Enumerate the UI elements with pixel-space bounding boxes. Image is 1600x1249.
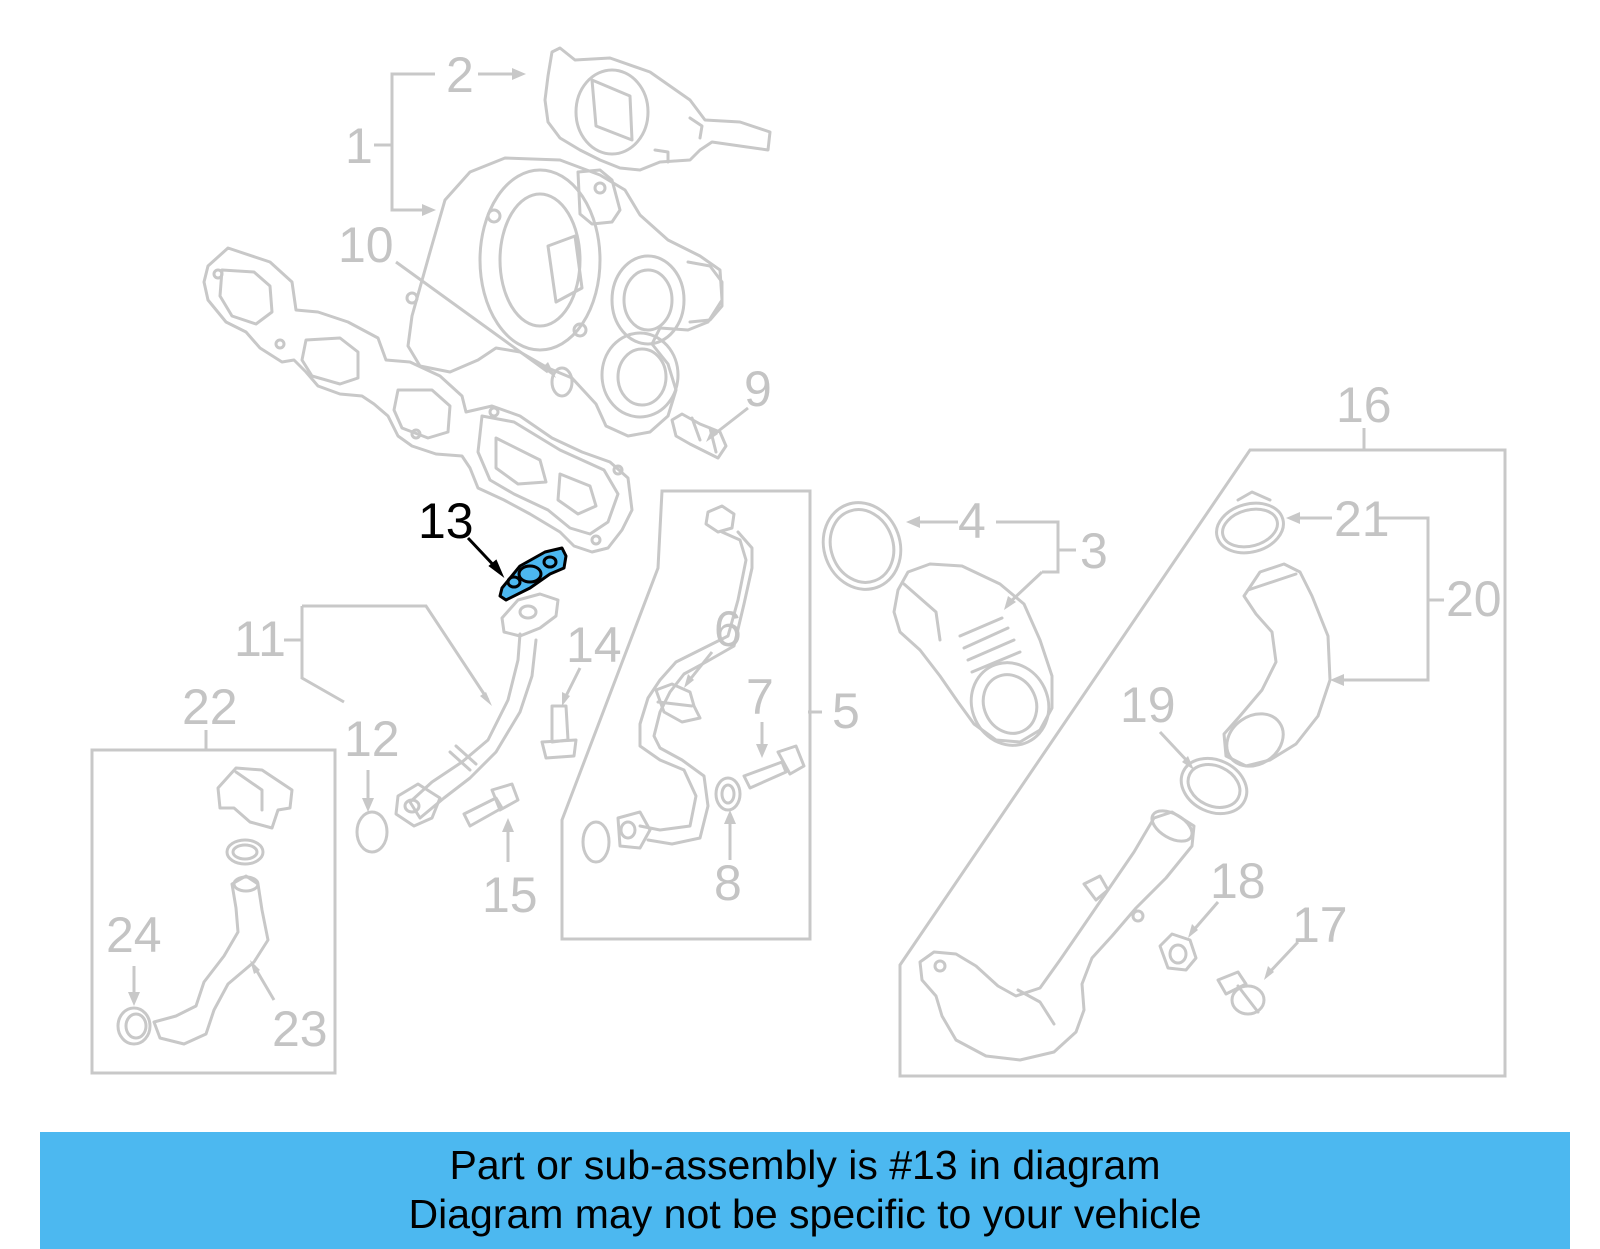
part-7-bolt bbox=[742, 744, 806, 790]
leader-lines bbox=[128, 68, 1444, 1006]
part-14-bolt bbox=[540, 704, 578, 760]
callout-15: 15 bbox=[482, 867, 538, 923]
callout-12: 12 bbox=[344, 711, 400, 767]
callout-9: 9 bbox=[744, 361, 772, 417]
part-5-oil-feed-line bbox=[581, 504, 754, 864]
part-1-turbocharger bbox=[202, 156, 724, 554]
callout-14: 14 bbox=[566, 617, 622, 673]
info-banner: Part or sub-assembly is #13 in diagram D… bbox=[40, 1132, 1570, 1249]
banner-disclaimer: Diagram may not be specific to your vehi… bbox=[408, 1191, 1202, 1237]
callout-23: 23 bbox=[272, 1001, 328, 1057]
part-2-actuator bbox=[543, 46, 772, 172]
part-19-clamp bbox=[1179, 756, 1249, 816]
part-17-bolt bbox=[1216, 970, 1266, 1016]
callout-10: 10 bbox=[338, 217, 394, 273]
part-16-intercooler-pipe bbox=[918, 809, 1196, 1062]
callout-3: 3 bbox=[1080, 523, 1108, 579]
part-22-clamp bbox=[225, 838, 265, 866]
callout-1: 1 bbox=[345, 118, 373, 174]
part-15-bolt bbox=[462, 782, 520, 828]
callout-4: 4 bbox=[958, 493, 986, 549]
callout-6: 6 bbox=[714, 601, 742, 657]
callout-19: 19 bbox=[1120, 677, 1176, 733]
part-11-pipe bbox=[394, 592, 560, 828]
callout-labels: 1 2 3 4 5 6 7 8 9 10 11 12 13 14 15 16 1… bbox=[106, 47, 1502, 1057]
group-16-box bbox=[898, 448, 1507, 1078]
callout-16: 16 bbox=[1336, 377, 1392, 433]
part-21-clamp bbox=[1215, 490, 1285, 555]
part-18-grommet bbox=[1158, 932, 1198, 972]
group-5-box bbox=[560, 489, 812, 941]
callout-21: 21 bbox=[1334, 491, 1390, 547]
part-10-seal bbox=[550, 366, 574, 398]
part-13-gasket-highlighted bbox=[498, 546, 568, 602]
callout-5: 5 bbox=[832, 683, 860, 739]
part-9-sensor bbox=[670, 412, 728, 460]
callout-20: 20 bbox=[1446, 571, 1502, 627]
callout-8: 8 bbox=[714, 855, 742, 911]
group-22-box bbox=[90, 748, 337, 1075]
callout-18: 18 bbox=[1210, 853, 1266, 909]
callout-17: 17 bbox=[1292, 897, 1348, 953]
part-20-hose bbox=[1222, 562, 1332, 768]
part-24-clamp bbox=[116, 1006, 152, 1046]
part-3-intake-duct bbox=[892, 562, 1054, 747]
part-23-hose bbox=[152, 874, 270, 1046]
callout-7: 7 bbox=[746, 669, 774, 725]
callout-2: 2 bbox=[446, 47, 474, 103]
banner-part-note: Part or sub-assembly is #13 in diagram bbox=[449, 1142, 1161, 1188]
part-4-o-ring bbox=[821, 501, 903, 591]
callout-22: 22 bbox=[182, 679, 238, 735]
callout-11: 11 bbox=[234, 611, 286, 667]
part-22-bracket bbox=[216, 766, 294, 830]
part-8-washer bbox=[714, 776, 742, 812]
callout-13-highlighted: 13 bbox=[418, 493, 474, 549]
part-12-o-ring bbox=[355, 810, 389, 854]
part-6-clamp bbox=[654, 682, 702, 724]
callout-24: 24 bbox=[106, 907, 162, 963]
